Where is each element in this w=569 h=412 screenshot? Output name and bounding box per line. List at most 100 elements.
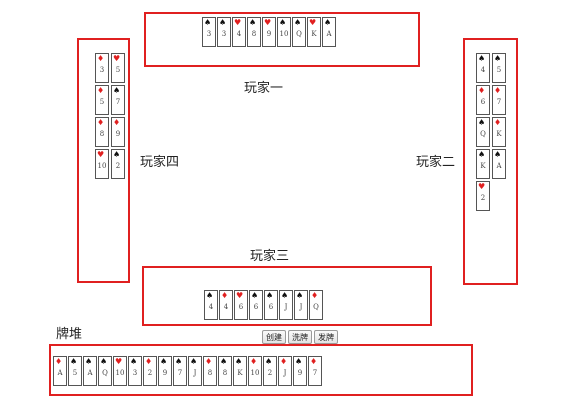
playing-card[interactable]: ♥4 (232, 17, 246, 47)
card-rank: K (237, 369, 243, 377)
playing-card[interactable]: ♠9 (158, 356, 172, 386)
diamond-icon: ♦ (311, 291, 319, 300)
playing-card[interactable]: ♦7 (492, 85, 506, 115)
shuffle-button[interactable]: 洗牌 (288, 330, 312, 344)
create-button[interactable]: 创建 (262, 330, 286, 344)
diamond-icon: ♦ (250, 357, 258, 366)
spade-icon: ♠ (190, 357, 198, 366)
card-rank: 10 (250, 369, 260, 377)
playing-card[interactable]: ♠K (476, 149, 490, 179)
spade-icon: ♠ (206, 291, 214, 300)
diamond-icon: ♦ (310, 357, 318, 366)
playing-card[interactable]: ♠6 (264, 290, 278, 320)
playing-card[interactable]: ♠4 (204, 290, 218, 320)
spade-icon: ♠ (113, 86, 121, 95)
playing-card[interactable]: ♠9 (293, 356, 307, 386)
card-rank: J (193, 369, 197, 377)
card-rank: 2 (480, 194, 486, 202)
card-rank: A (87, 369, 93, 377)
spade-icon: ♠ (130, 357, 138, 366)
diamond-icon: ♦ (205, 357, 213, 366)
card-rank: 2 (147, 369, 153, 377)
playing-card[interactable]: ♦3 (95, 53, 109, 83)
playing-card[interactable]: ♠8 (218, 356, 232, 386)
deal-button[interactable]: 发牌 (314, 330, 338, 344)
card-rank: 7 (496, 98, 502, 106)
playing-card[interactable]: ♠Q (292, 17, 306, 47)
playing-card[interactable]: ♠2 (263, 356, 277, 386)
card-rank: 2 (115, 162, 121, 170)
playing-card[interactable]: ♠4 (476, 53, 490, 83)
playing-card[interactable]: ♦6 (476, 85, 490, 115)
diamond-icon: ♦ (55, 357, 63, 366)
card-rank: 8 (251, 30, 257, 38)
spade-icon: ♠ (160, 357, 168, 366)
playing-card[interactable]: ♠8 (247, 17, 261, 47)
player4-zone: ♦3♥5♦5♠7♦8♦9♥10♠2 (77, 38, 130, 283)
playing-card[interactable]: ♥6 (234, 290, 248, 320)
playing-card[interactable]: ♦K (492, 117, 506, 147)
playing-card[interactable]: ♠Q (476, 117, 490, 147)
playing-card[interactable]: ♦Q (309, 290, 323, 320)
heart-icon: ♥ (478, 182, 486, 191)
player3-label: 玩家三 (250, 249, 290, 264)
playing-card[interactable]: ♥K (307, 17, 321, 47)
spade-icon: ♠ (266, 291, 274, 300)
playing-card[interactable]: ♠3 (217, 17, 231, 47)
card-rank: 5 (72, 369, 78, 377)
spade-icon: ♠ (279, 18, 287, 27)
spade-icon: ♠ (251, 291, 259, 300)
spade-icon: ♠ (113, 150, 121, 159)
playing-card[interactable]: ♦8 (95, 117, 109, 147)
playing-card[interactable]: ♦5 (95, 85, 109, 115)
playing-card[interactable]: ♦8 (203, 356, 217, 386)
playing-card[interactable]: ♠A (322, 17, 336, 47)
playing-card[interactable]: ♦ 10 (248, 356, 262, 386)
diamond-icon: ♦ (97, 118, 105, 127)
playing-card[interactable]: ♦4 (219, 290, 233, 320)
playing-card[interactable]: ♦J (278, 356, 292, 386)
card-rank: 5 (99, 98, 105, 106)
playing-card[interactable]: ♥2 (476, 181, 490, 211)
card-rank: J (299, 303, 303, 311)
playing-card[interactable]: ♠3 (128, 356, 142, 386)
card-rank: 9 (162, 369, 168, 377)
spade-icon: ♠ (100, 357, 108, 366)
playing-card[interactable]: ♠J (279, 290, 293, 320)
playing-card[interactable]: ♦7 (308, 356, 322, 386)
playing-card[interactable]: ♠Q (98, 356, 112, 386)
playing-card[interactable]: ♠3 (202, 17, 216, 47)
playing-card[interactable]: ♥5 (111, 53, 125, 83)
spade-icon: ♠ (494, 150, 502, 159)
card-rank: 10 (279, 30, 289, 38)
playing-card[interactable]: ♥10 (95, 149, 109, 179)
playing-card[interactable]: ♦2 (143, 356, 157, 386)
card-rank: Q (102, 369, 108, 377)
card-rank: J (284, 303, 288, 311)
playing-card[interactable]: ♥9 (262, 17, 276, 47)
playing-card[interactable]: ♠5 (68, 356, 82, 386)
card-rank: Q (313, 303, 319, 311)
playing-card[interactable]: ♠6 (249, 290, 263, 320)
playing-card[interactable]: ♠K (233, 356, 247, 386)
playing-card[interactable]: ♠A (83, 356, 97, 386)
card-rank: 4 (208, 303, 214, 311)
playing-card[interactable]: ♠ 10 (277, 17, 291, 47)
playing-card[interactable]: ♠5 (492, 53, 506, 83)
card-rank: 8 (222, 369, 228, 377)
card-rank: 10 (97, 162, 107, 170)
spade-icon: ♠ (219, 18, 227, 27)
playing-card[interactable]: ♥10 (113, 356, 127, 386)
playing-card[interactable]: ♠2 (111, 149, 125, 179)
playing-card[interactable]: ♠J (294, 290, 308, 320)
card-rank: A (496, 162, 502, 170)
playing-card[interactable]: ♠A (492, 149, 506, 179)
playing-card[interactable]: ♦A (53, 356, 67, 386)
playing-card[interactable]: ♠7 (111, 85, 125, 115)
card-rank: 7 (115, 98, 121, 106)
spade-icon: ♠ (204, 18, 212, 27)
playing-card[interactable]: ♦9 (111, 117, 125, 147)
card-rank: 2 (267, 369, 273, 377)
playing-card[interactable]: ♠J (188, 356, 202, 386)
playing-card[interactable]: ♠7 (173, 356, 187, 386)
